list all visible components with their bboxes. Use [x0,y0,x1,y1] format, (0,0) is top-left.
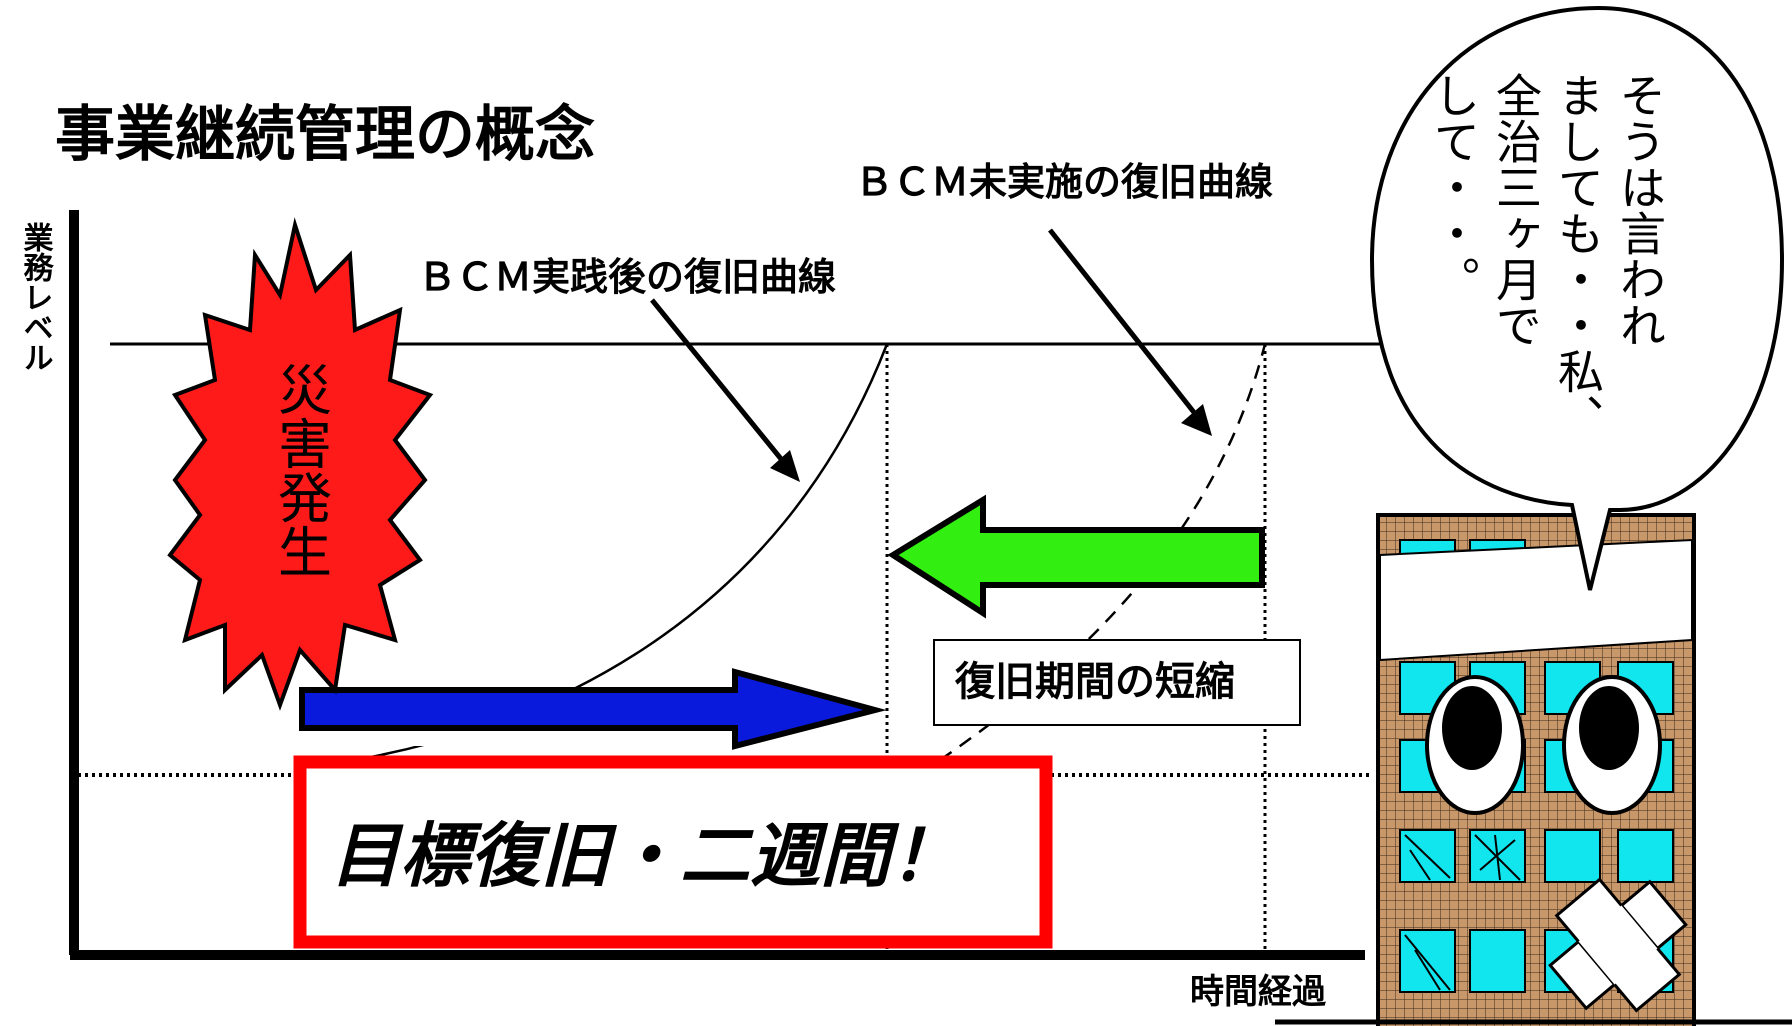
explosion-burst-icon [167,217,434,711]
bandage-top [1379,538,1693,662]
shorten-label: 復旧期間の短縮 [954,659,1235,705]
pointer-head-without-bcm [1181,404,1212,436]
speech-line-4: して・・。 [1427,72,1481,302]
speech-line-1: そうは言われ [1613,72,1667,348]
cross-bandage [1548,877,1688,1013]
y-axis-label: 業務レベル [18,222,54,372]
disaster-label: 災害発生 [269,362,332,578]
speech-line-2: ましても・・私、 [1551,72,1605,440]
recovery-curve-with-bcm [299,343,889,770]
speech-bubble-icon [1369,5,1785,591]
green-left-arrow-icon [887,494,1265,619]
shorten-label-box [933,639,1301,726]
curve-label-without-bcm: ＢＣＭ未実施の復旧曲線 [855,160,1273,204]
diagram-title: 事業継続管理の概念 [55,100,595,170]
blue-right-arrow-icon [299,668,887,750]
speech-line-3: 全治三ヶ月で [1489,72,1543,348]
building-character-icon [1376,513,1696,1026]
pointer-line-with-bcm [650,298,792,472]
pointer-head-with-bcm [770,450,800,482]
target-label: 目標復旧・二週間！ [330,815,960,897]
x-axis-label: 時間経過 [1190,972,1327,1012]
target-box [293,755,1053,949]
curve-label-with-bcm: ＢＣＭ実践後の復旧曲線 [418,255,836,299]
pointer-line-without-bcm [1048,228,1202,422]
